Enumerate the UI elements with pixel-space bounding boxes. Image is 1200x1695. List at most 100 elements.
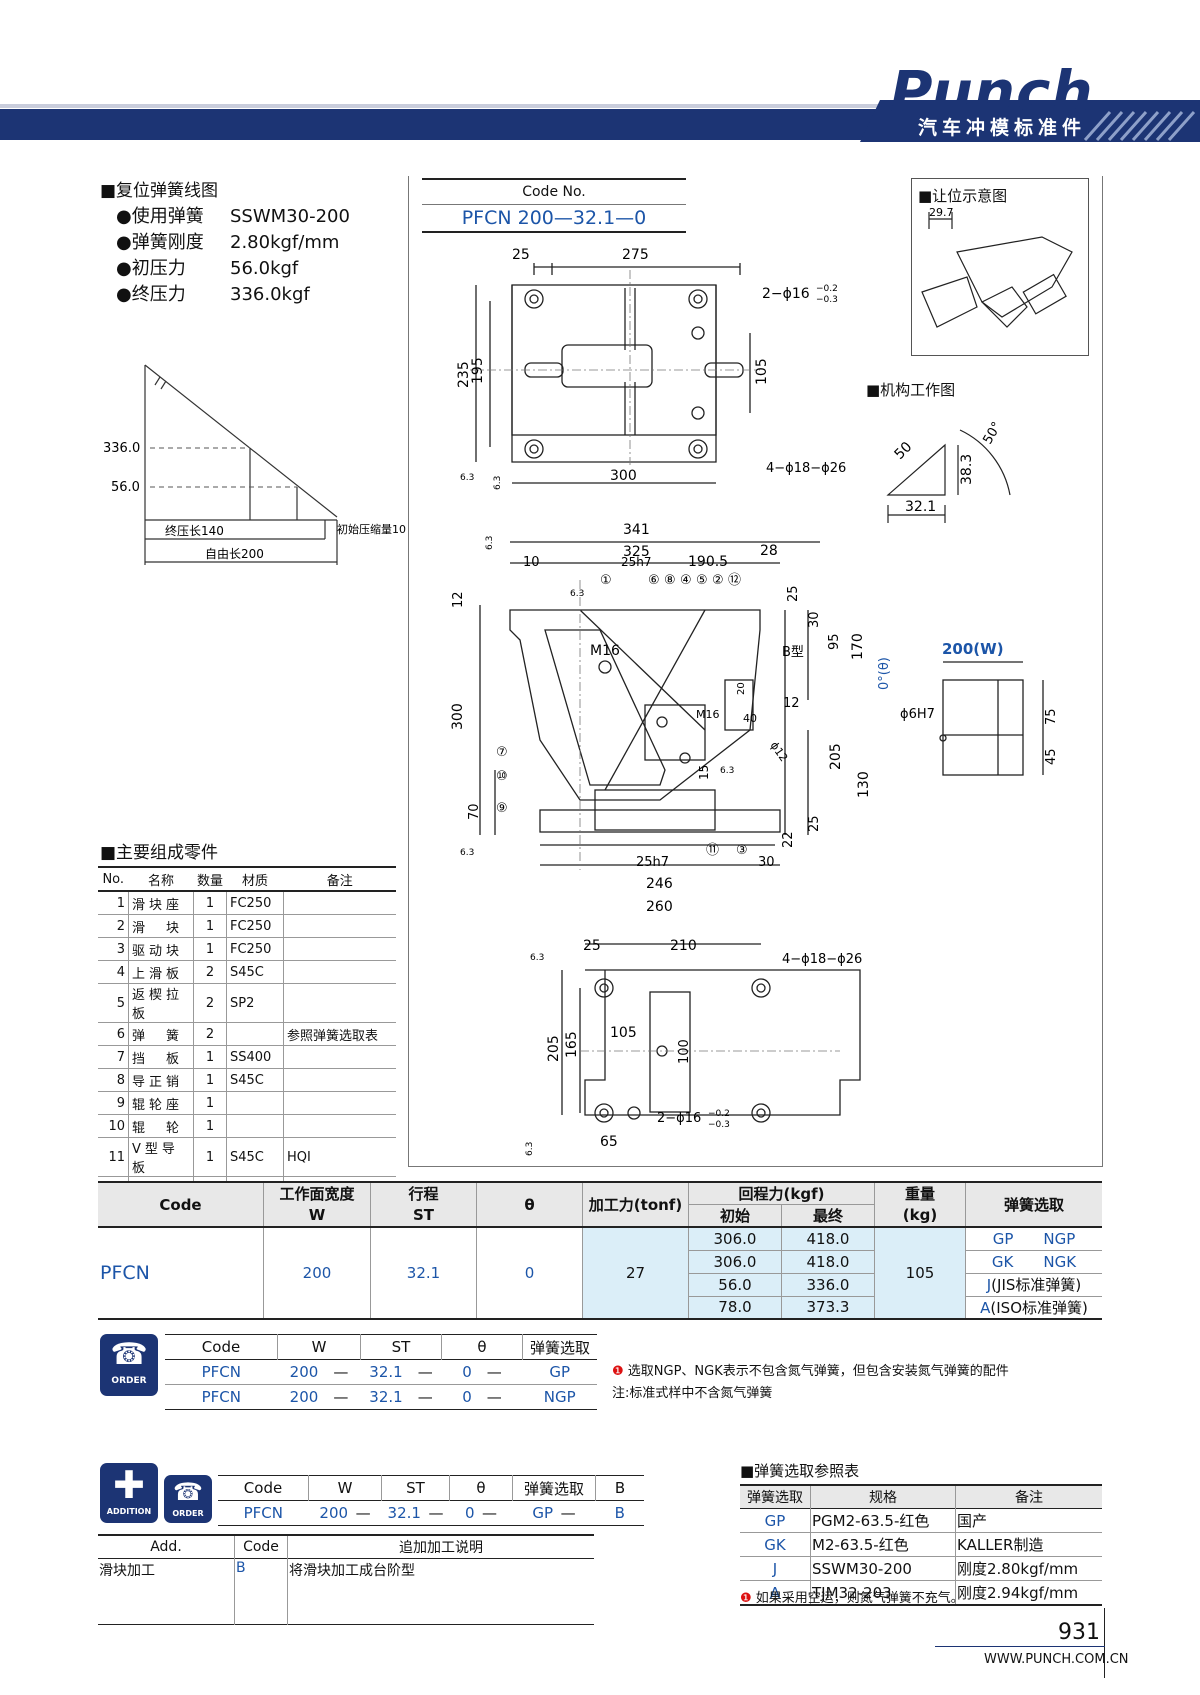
parts-title: ■主要组成零件 xyxy=(100,843,219,863)
svg-text:30: 30 xyxy=(758,855,775,870)
svg-text:⑪: ⑪ xyxy=(706,843,719,858)
svg-text:190.5: 190.5 xyxy=(688,554,728,570)
svg-text:⑧: ⑧ xyxy=(664,573,676,588)
code-box: Code No. PFCN 200—32.1—0 xyxy=(422,178,686,233)
side-view-drawing: ϕ6H7 75 45 xyxy=(900,661,1059,776)
svg-text:⑦: ⑦ xyxy=(496,745,508,760)
order-small-icon: ☎ ORDER xyxy=(164,1475,212,1523)
svg-text:6.3: 6.3 xyxy=(493,476,503,490)
svg-text:30: 30 xyxy=(807,611,822,628)
side-view-width: 200(W) xyxy=(942,640,1004,658)
svg-text:−0.2: −0.2 xyxy=(816,284,838,294)
spec-table: Code 工作面宽度 行程 θ 加工力(tonf) 回程力(kgf) 重量 弹簧… xyxy=(98,1181,1102,1320)
order-icon: ☎ ORDER xyxy=(100,1334,158,1396)
svg-text:40: 40 xyxy=(743,712,757,725)
svg-text:50°: 50° xyxy=(980,420,1005,447)
svg-text:165: 165 xyxy=(564,1031,580,1058)
svg-text:100: 100 xyxy=(677,1039,692,1064)
svg-text:25: 25 xyxy=(786,585,801,602)
svg-text:⑤: ⑤ xyxy=(696,573,708,588)
order-note-1: ❶ 选取NGP、NGK表示不包含氮气弹簧，但包含安装氮气弹簧的配件 xyxy=(612,1364,1009,1379)
svg-text:25: 25 xyxy=(512,247,530,263)
svg-text:6.3: 6.3 xyxy=(460,473,474,483)
svg-text:B型: B型 xyxy=(782,645,804,660)
svg-text:210: 210 xyxy=(670,938,697,954)
svg-text:④: ④ xyxy=(680,573,692,588)
footer-line xyxy=(935,1646,1105,1647)
punch-logo: Punch xyxy=(890,58,1094,126)
svg-text:4−ϕ18−ϕ26: 4−ϕ18−ϕ26 xyxy=(766,461,846,476)
svg-text:15: 15 xyxy=(697,765,711,780)
svg-text:6.3: 6.3 xyxy=(570,589,584,599)
initial-compression-label: 初始压缩量10 xyxy=(337,522,406,536)
svg-text:32.1: 32.1 xyxy=(905,499,936,515)
svg-text:170: 170 xyxy=(850,633,866,660)
svg-text:12: 12 xyxy=(783,696,800,711)
svg-text:ϕ12: ϕ12 xyxy=(768,739,791,764)
svg-text:①: ① xyxy=(600,573,612,588)
svg-text:246: 246 xyxy=(646,876,673,892)
svg-text:10: 10 xyxy=(523,555,540,570)
svg-text:22: 22 xyxy=(781,831,796,848)
svg-text:4−ϕ18−ϕ26: 4−ϕ18−ϕ26 xyxy=(782,952,862,967)
code-value: PFCN 200—32.1—0 xyxy=(461,207,647,229)
svg-text:0°(θ): 0°(θ) xyxy=(877,657,890,690)
svg-text:2−ϕ16: 2−ϕ16 xyxy=(657,1111,701,1126)
svg-text:235: 235 xyxy=(456,361,472,388)
svg-text:205: 205 xyxy=(546,1035,562,1062)
svg-text:325: 325 xyxy=(623,544,650,560)
svg-text:300: 300 xyxy=(610,468,637,484)
svg-text:75: 75 xyxy=(1044,708,1059,725)
svg-text:6.3: 6.3 xyxy=(460,848,474,858)
svg-text:②: ② xyxy=(712,573,724,588)
svg-text:6.3: 6.3 xyxy=(720,766,734,776)
addition-icon: ✚ ADDITION xyxy=(100,1463,158,1523)
svg-text:260: 260 xyxy=(646,899,673,915)
final-length-label: 终压长140 xyxy=(165,523,224,538)
mechanism-title: ■机构工作图 xyxy=(866,381,956,399)
y-label-56: 56.0 xyxy=(111,480,140,495)
free-length-label: 自由长200 xyxy=(205,547,264,561)
svg-text:25: 25 xyxy=(807,815,822,832)
svg-text:275: 275 xyxy=(622,247,649,263)
svg-text:−0.3: −0.3 xyxy=(816,295,838,305)
spring-line-chart: 336.0 56.0 终压长140 初始压缩量10 自由长200 xyxy=(103,364,406,565)
y-label-336: 336.0 xyxy=(103,441,140,456)
svg-text:−0.2: −0.2 xyxy=(708,1109,730,1119)
svg-text:45: 45 xyxy=(1044,748,1059,765)
svg-text:205: 205 xyxy=(828,743,844,770)
svg-text:95: 95 xyxy=(827,633,842,650)
footer-url[interactable]: WWW.PUNCH.COM.CN xyxy=(984,1652,1129,1667)
svg-text:12: 12 xyxy=(451,591,466,608)
svg-text:M16: M16 xyxy=(590,643,620,659)
svg-text:130: 130 xyxy=(856,771,872,798)
svg-text:6.3: 6.3 xyxy=(485,536,495,550)
svg-text:25: 25 xyxy=(583,938,601,954)
svg-text:⑩: ⑩ xyxy=(496,769,508,784)
svg-text:65: 65 xyxy=(600,1134,618,1150)
addition-detail-table: Add. Code 追加加工说明 滑块加工 B 将滑块加工成台阶型 xyxy=(98,1534,594,1625)
svg-text:2−ϕ16: 2−ϕ16 xyxy=(762,286,810,302)
svg-text:⑨: ⑨ xyxy=(496,801,508,816)
bottom-view-drawing: 25 210 4−ϕ18−ϕ26 205 165 105 100 2−ϕ16 −… xyxy=(525,938,862,1156)
svg-text:25h7: 25h7 xyxy=(621,555,652,569)
front-view-drawing: 341 325 28 10 25h7 190.5 12 25 30 95 170… xyxy=(450,522,890,915)
mechanism-drawing: 50 38.3 50° 32.1 xyxy=(886,420,1011,523)
